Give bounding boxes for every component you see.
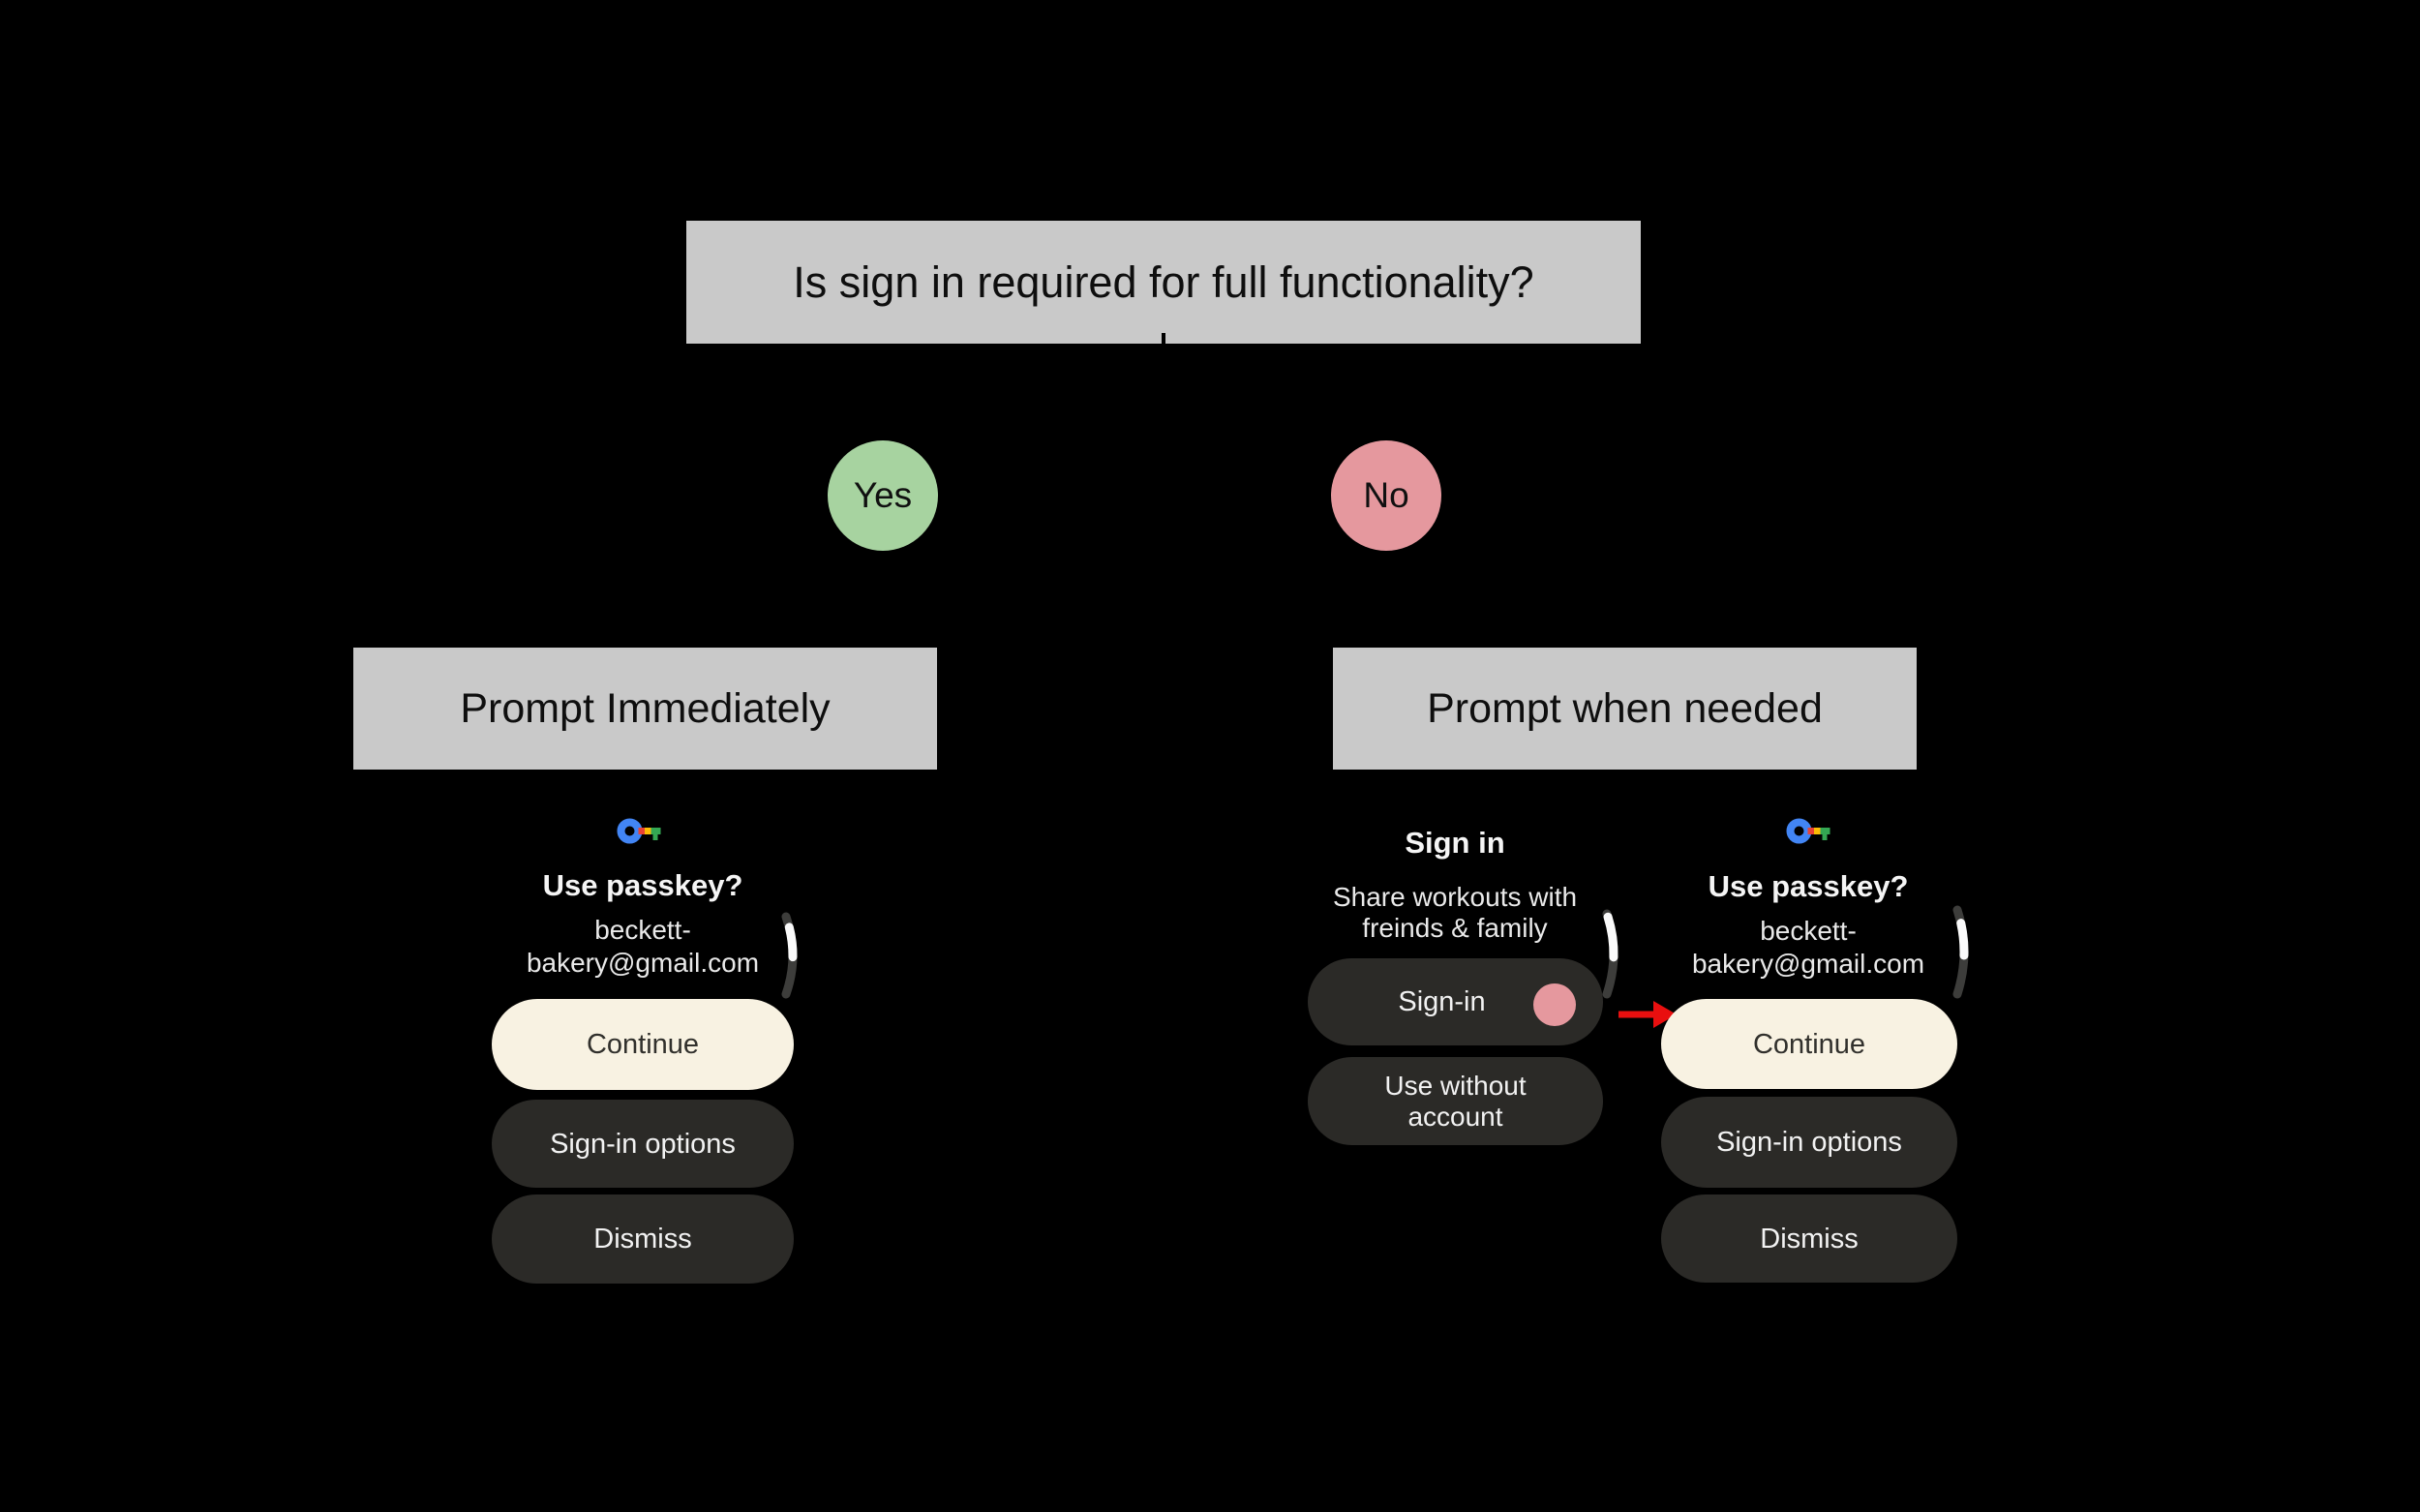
branch-box-prompt-immediately: Prompt Immediately bbox=[353, 648, 937, 770]
signin-button[interactable]: Sign-in bbox=[1308, 958, 1603, 1045]
signin-subtitle: Share workouts with freinds & family bbox=[1333, 882, 1577, 944]
signin-options-button[interactable]: Sign-in options bbox=[1661, 1097, 1957, 1188]
signin-options-button[interactable]: Sign-in options bbox=[492, 1100, 794, 1188]
account-email: beckett- bakery@gmail.com bbox=[1692, 915, 1924, 981]
branch-title: Prompt Immediately bbox=[460, 684, 831, 732]
yes-label: Yes bbox=[853, 475, 913, 515]
tap-indicator-dot bbox=[1533, 983, 1576, 1026]
scroll-indicator[interactable] bbox=[1596, 908, 1629, 1000]
passkey-key-icon bbox=[1786, 818, 1830, 844]
signin-subtitle-line1: Share workouts with bbox=[1332, 882, 1578, 912]
signin-options-button-label: Sign-in options bbox=[1716, 1127, 1902, 1158]
continue-button-label: Continue bbox=[1752, 1028, 1866, 1060]
dismiss-button[interactable]: Dismiss bbox=[492, 1194, 794, 1284]
flow-arrow-icon bbox=[1618, 1001, 1677, 1028]
question-text: Is sign in required for full functionali… bbox=[793, 257, 1534, 307]
continue-button-label: Continue bbox=[586, 1029, 700, 1060]
continue-button[interactable]: Continue bbox=[492, 999, 794, 1090]
signin-title: Sign in bbox=[1405, 826, 1505, 860]
yes-node: Yes bbox=[828, 440, 938, 551]
account-email: beckett- bakery@gmail.com bbox=[527, 914, 759, 980]
passkey-title: Use passkey? bbox=[1708, 869, 1909, 903]
account-email-line1: beckett- bbox=[1760, 916, 1857, 946]
no-label: No bbox=[1363, 475, 1409, 515]
account-email-line2: bakery@gmail.com bbox=[1691, 949, 1925, 979]
account-email-line1: beckett- bbox=[594, 915, 691, 945]
scroll-indicator[interactable] bbox=[1947, 904, 1980, 1000]
passkey-key-icon bbox=[617, 818, 661, 844]
branch-box-prompt-when-needed: Prompt when needed bbox=[1333, 648, 1917, 770]
branch-title: Prompt when needed bbox=[1427, 684, 1823, 732]
continue-button[interactable]: Continue bbox=[1661, 999, 1957, 1089]
signin-options-button-label: Sign-in options bbox=[550, 1128, 736, 1160]
signin-button-label: Sign-in bbox=[1398, 986, 1486, 1017]
use-without-account-button[interactable]: Use without account bbox=[1308, 1057, 1603, 1145]
scroll-indicator[interactable] bbox=[775, 911, 808, 1000]
signin-subtitle-line2: freinds & family bbox=[1362, 913, 1548, 943]
dismiss-button-label: Dismiss bbox=[1760, 1223, 1859, 1255]
dismiss-button[interactable]: Dismiss bbox=[1661, 1194, 1957, 1283]
account-email-line2: bakery@gmail.com bbox=[526, 948, 760, 978]
no-node: No bbox=[1331, 440, 1441, 551]
connector-stub bbox=[1162, 333, 1165, 350]
passkey-title: Use passkey? bbox=[542, 868, 743, 902]
dismiss-button-label: Dismiss bbox=[593, 1224, 692, 1255]
question-box: Is sign in required for full functionali… bbox=[686, 221, 1641, 344]
use-without-account-label: Use without account bbox=[1384, 1070, 1527, 1132]
